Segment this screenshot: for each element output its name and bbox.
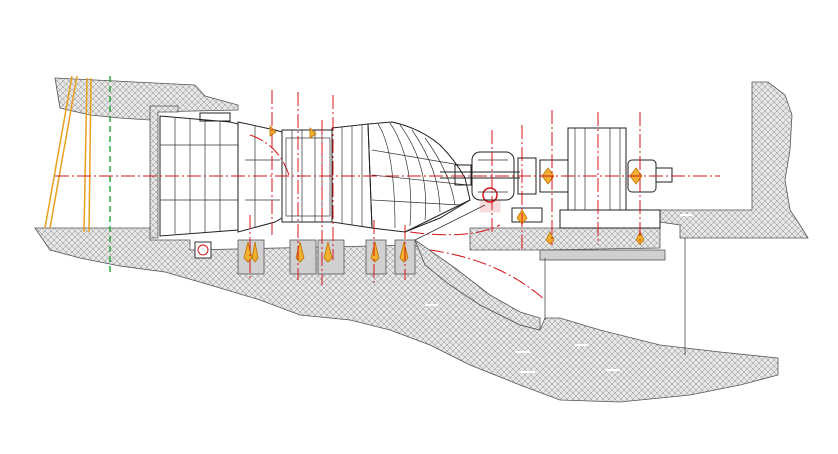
motor bbox=[559, 127, 673, 229]
reference-lines bbox=[544, 238, 686, 355]
intake-trash-rack bbox=[44, 75, 111, 272]
inlet-left-block bbox=[149, 105, 179, 239]
pump-shaft-coupling bbox=[440, 164, 520, 213]
concrete-foundation bbox=[34, 77, 809, 403]
intake-upper-wall bbox=[54, 77, 239, 121]
floor-step bbox=[539, 249, 666, 261]
centerlines bbox=[55, 90, 720, 301]
elbow-discharge bbox=[367, 121, 501, 241]
channel-floor-block bbox=[414, 238, 541, 331]
motor-floor-slab bbox=[469, 227, 661, 251]
suction-bell-inlet bbox=[159, 112, 239, 237]
water-level-marks bbox=[425, 214, 692, 373]
